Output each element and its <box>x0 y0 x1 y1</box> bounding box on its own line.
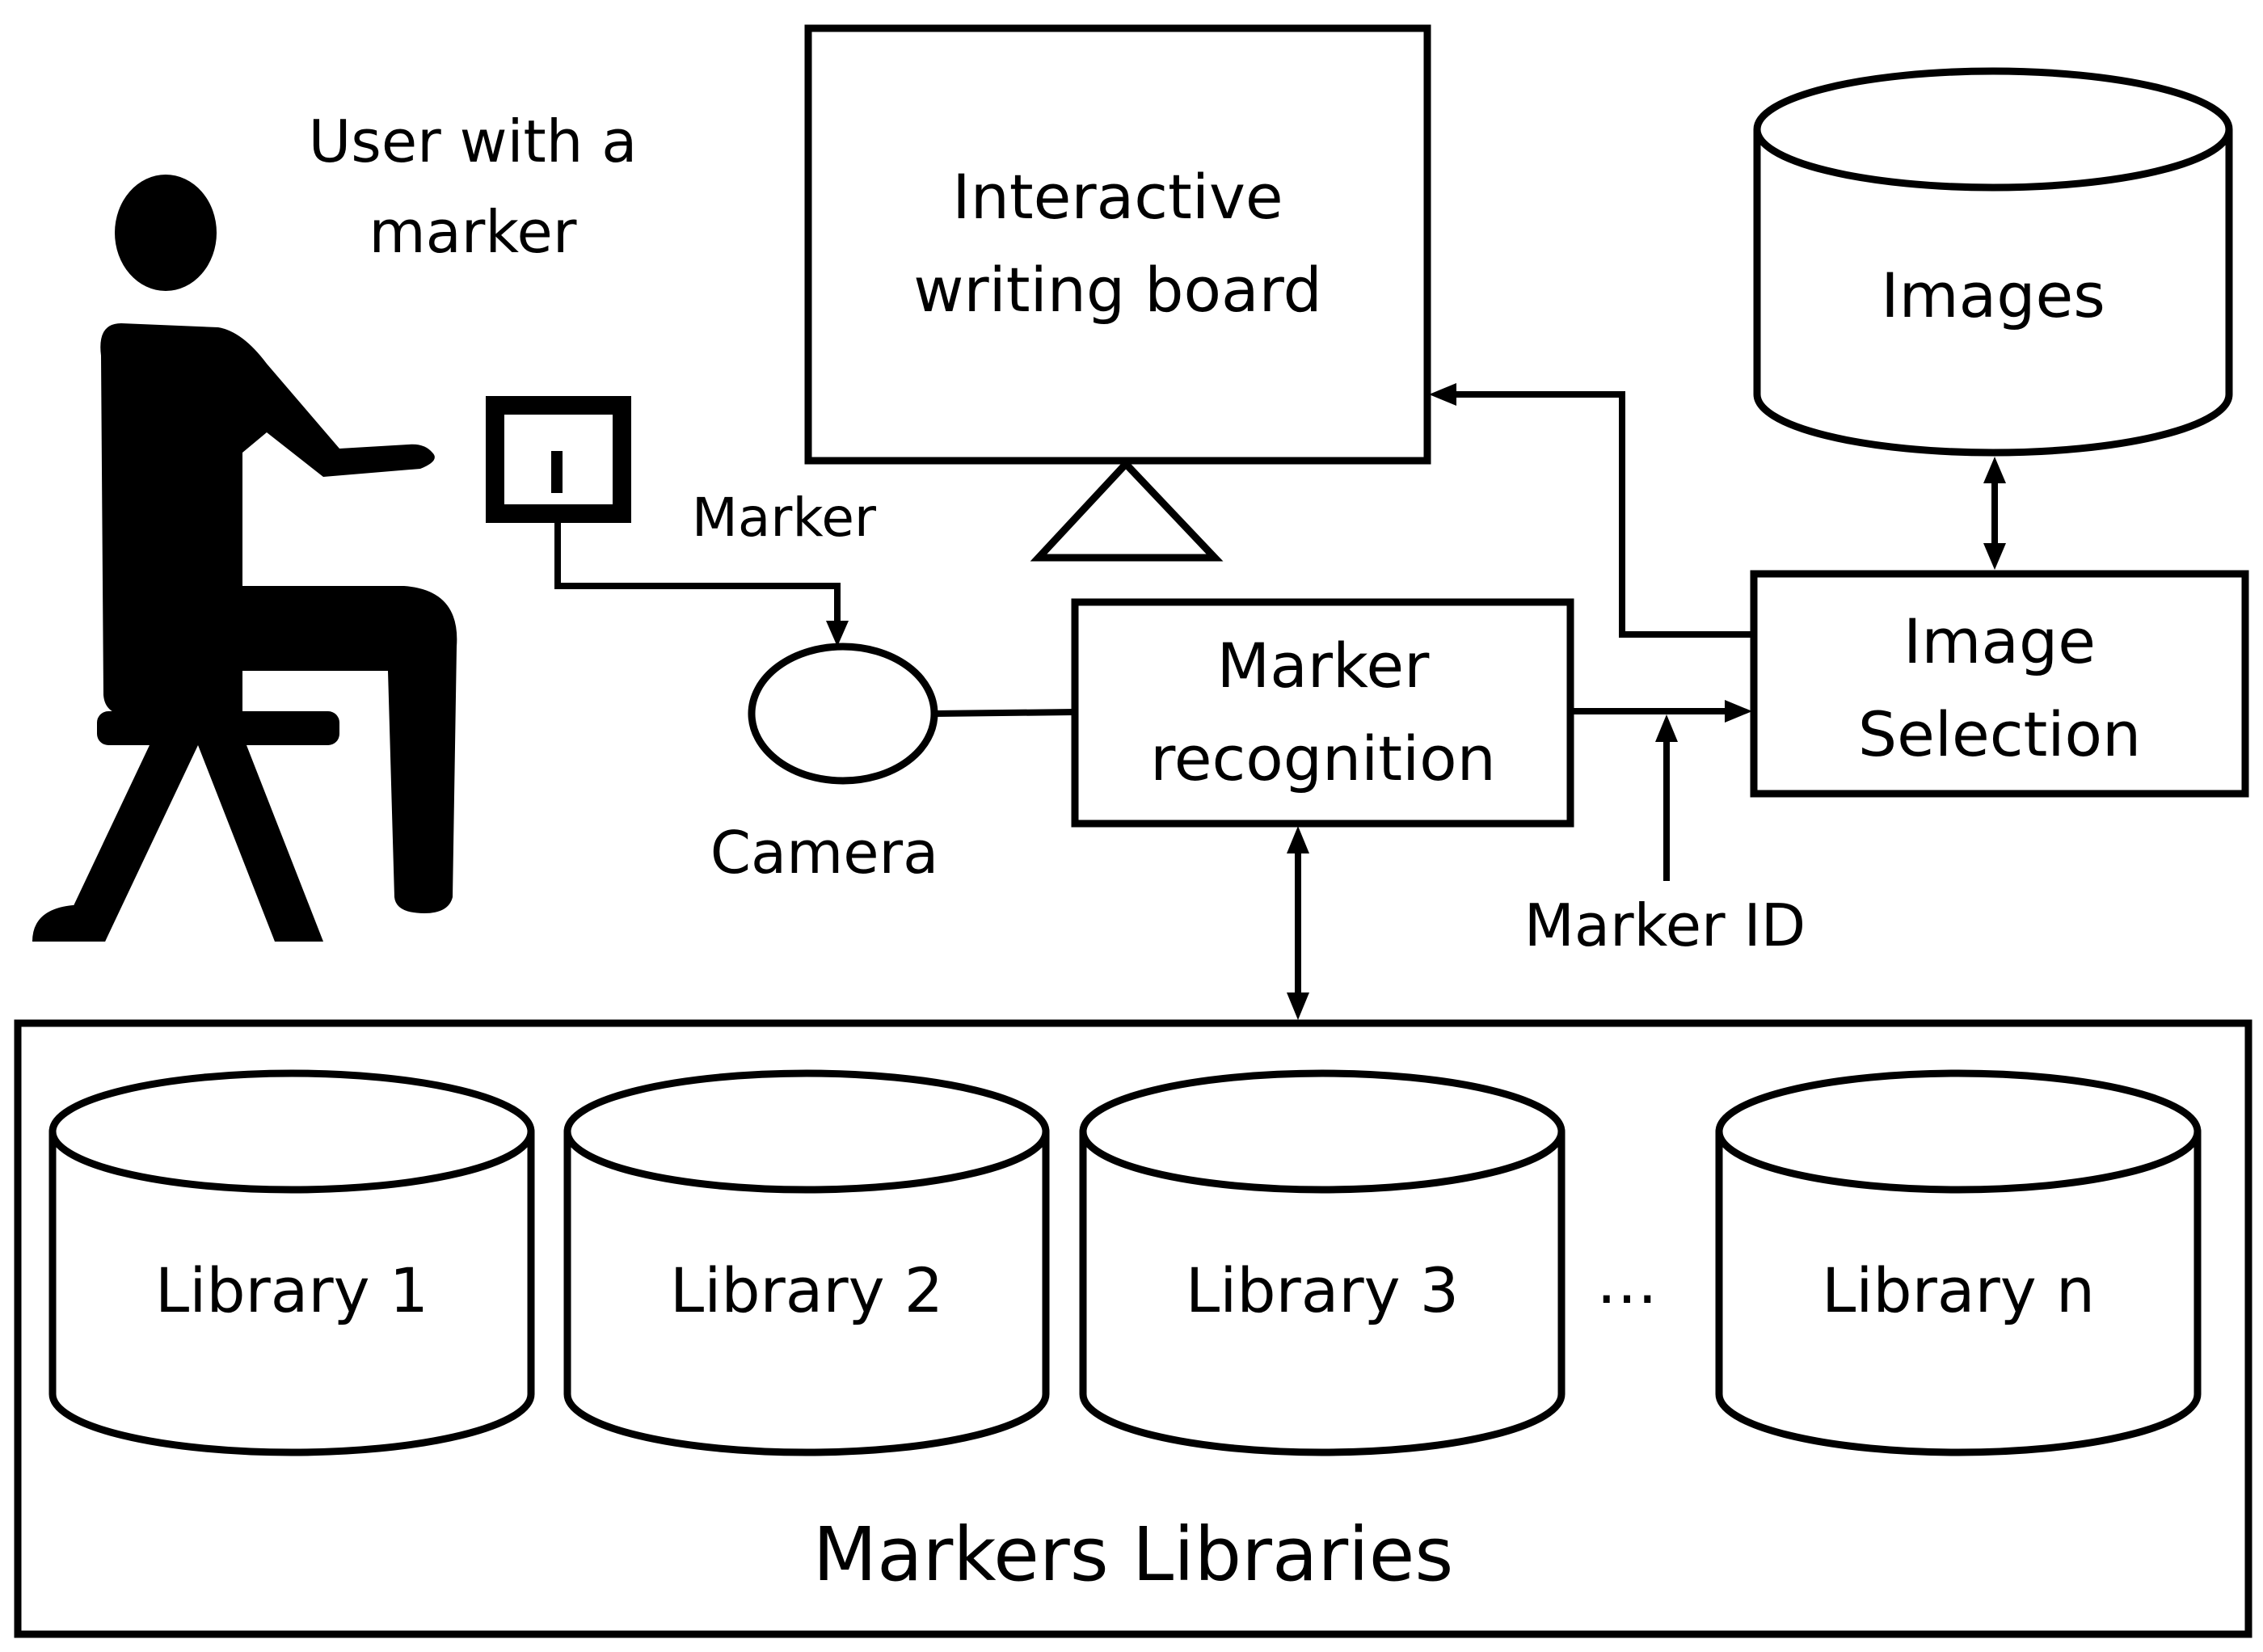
library-n-label: Library n <box>1822 1254 2095 1326</box>
board-stand <box>1030 458 1224 562</box>
library-3-database <box>1079 1069 1566 1456</box>
library-2-label: Library 2 <box>670 1254 943 1326</box>
images-selection-arrowhead-up <box>1983 457 2006 483</box>
images-selection-arrowhead-down <box>1983 543 2006 570</box>
stool-leg-right <box>198 745 323 942</box>
marker-label: Marker <box>692 487 877 549</box>
marker-id-label: Marker ID <box>1524 891 1806 959</box>
stool-leg-left <box>57 745 198 942</box>
libraries-ellipsis: … <box>1596 1245 1658 1317</box>
image-selection-box <box>1750 570 2249 798</box>
user-label-line2: marker <box>369 198 577 266</box>
markers-libraries-title: Markers Libraries <box>813 1511 1454 1598</box>
camera-to-recognition-line <box>933 709 1076 717</box>
marker-recognition-label-line1: Marker <box>1217 630 1430 702</box>
library-1-label: Library 1 <box>155 1254 428 1326</box>
user-label-line1: User with a <box>309 107 638 175</box>
library-2-database <box>563 1069 1050 1456</box>
images-database <box>1753 67 2233 457</box>
recognition-libraries-arrowhead-up <box>1287 826 1309 853</box>
user-figure <box>32 175 457 942</box>
user-foot <box>32 905 121 942</box>
library-1-database <box>48 1069 535 1456</box>
library-3-label: Library 3 <box>1186 1254 1459 1326</box>
stool-seat <box>97 711 339 745</box>
recognition-to-selection-arrowhead <box>1725 700 1752 723</box>
selection-to-board-line <box>1455 391 1754 638</box>
selection-to-board-arrowhead <box>1429 383 1456 406</box>
camera <box>748 643 938 785</box>
image-selection-label-line1: Image <box>1903 605 2096 677</box>
images-label: Images <box>1881 259 2105 331</box>
recognition-libraries-arrowhead-down <box>1287 992 1309 1020</box>
user-head <box>115 175 217 291</box>
user-body <box>100 323 435 715</box>
marker-card <box>486 396 631 523</box>
camera-label: Camera <box>710 819 939 887</box>
marker-to-camera-arrowhead <box>826 621 849 647</box>
marker-recognition-label-line2: recognition <box>1150 723 1496 794</box>
marker-id-arrowhead <box>1655 714 1678 742</box>
board-label-line2: writing board <box>913 254 1321 326</box>
board-label-line1: Interactive <box>952 161 1283 233</box>
user-legs <box>238 586 457 913</box>
marker-recognition-box <box>1071 598 1574 828</box>
marker-to-camera-line <box>554 523 841 622</box>
interactive-writing-board <box>804 24 1431 465</box>
image-selection-label-line2: Selection <box>1858 698 2141 770</box>
library-n-database <box>1715 1069 2202 1456</box>
